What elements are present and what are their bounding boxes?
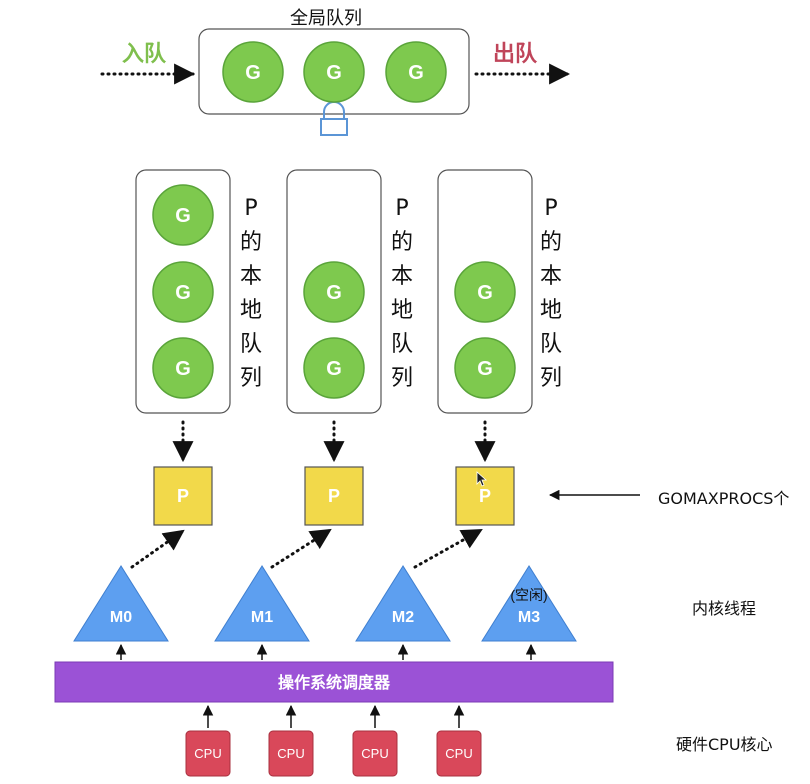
svg-text:G: G: [175, 282, 191, 304]
global-goroutine-2: G: [385, 41, 447, 103]
svg-text:G: G: [326, 358, 342, 380]
svg-text:G: G: [326, 62, 342, 84]
svg-text:M2: M2: [392, 609, 414, 626]
svg-text:G: G: [175, 358, 191, 380]
svg-text:M0: M0: [110, 609, 132, 626]
svg-text:CPU: CPU: [277, 746, 304, 761]
os-scheduler-label: 操作系统调度器: [278, 673, 391, 692]
m-to-p-arrow-0: [130, 529, 185, 569]
local-goroutine-0-2: G: [152, 337, 214, 399]
thread-note-m3: (空闲): [510, 587, 547, 603]
svg-text:M1: M1: [251, 609, 273, 626]
hardware-cpu-label: 硬件CPU核心: [676, 735, 773, 754]
svg-text:CPU: CPU: [361, 746, 388, 761]
cpu-cores: CPU CPU CPU CPU: [185, 730, 482, 777]
kernel-threads: M0 M1 M2 M3 (空闲): [73, 565, 577, 642]
local-goroutines: G G G G G G G: [152, 184, 516, 399]
m-to-p-arrow-1: [270, 528, 332, 569]
svg-text:G: G: [477, 282, 493, 304]
kernel-thread-label: 内核线程: [692, 599, 757, 618]
local-goroutine-1-1: G: [303, 337, 365, 399]
processor-2: P: [455, 466, 515, 526]
thread-m2: M2: [355, 565, 451, 642]
local-goroutine-2-0: G: [454, 261, 516, 323]
svg-text:P: P: [479, 486, 491, 506]
svg-text:CPU: CPU: [194, 746, 221, 761]
thread-m1: M1: [214, 565, 310, 642]
processor-0: P: [153, 466, 213, 526]
mouse-cursor-icon: [476, 471, 488, 487]
enqueue-label: 入队: [122, 42, 167, 67]
svg-text:G: G: [477, 358, 493, 380]
svg-text:CPU: CPU: [445, 746, 472, 761]
svg-text:G: G: [408, 62, 424, 84]
cpu-core-3: CPU: [436, 730, 482, 777]
svg-text:G: G: [175, 205, 191, 227]
global-queue-title: 全局队列: [290, 8, 362, 29]
cpu-core-2: CPU: [352, 730, 398, 777]
svg-text:P: P: [328, 486, 340, 506]
global-goroutine-1: G: [303, 41, 365, 103]
svg-text:G: G: [245, 62, 261, 84]
cpu-core-1: CPU: [268, 730, 314, 777]
cpu-core-0: CPU: [185, 730, 231, 777]
svg-text:P: P: [177, 486, 189, 506]
global-goroutine-0: G: [222, 41, 284, 103]
local-goroutine-1-0: G: [303, 261, 365, 323]
processor-1: P: [304, 466, 364, 526]
gomaxprocs-label: GOMAXPROCS个: [658, 489, 790, 508]
local-goroutine-0-0: G: [152, 184, 214, 246]
dequeue-label: 出队: [493, 42, 538, 67]
m-to-p-arrow-2: [413, 528, 483, 569]
thread-m0: M0: [73, 565, 169, 642]
local-goroutine-0-1: G: [152, 261, 214, 323]
os-scheduler-bar: [54, 661, 614, 703]
thread-m3: M3 (空闲): [481, 565, 577, 642]
svg-text:G: G: [326, 282, 342, 304]
local-goroutine-2-1: G: [454, 337, 516, 399]
svg-text:M3: M3: [518, 609, 540, 626]
